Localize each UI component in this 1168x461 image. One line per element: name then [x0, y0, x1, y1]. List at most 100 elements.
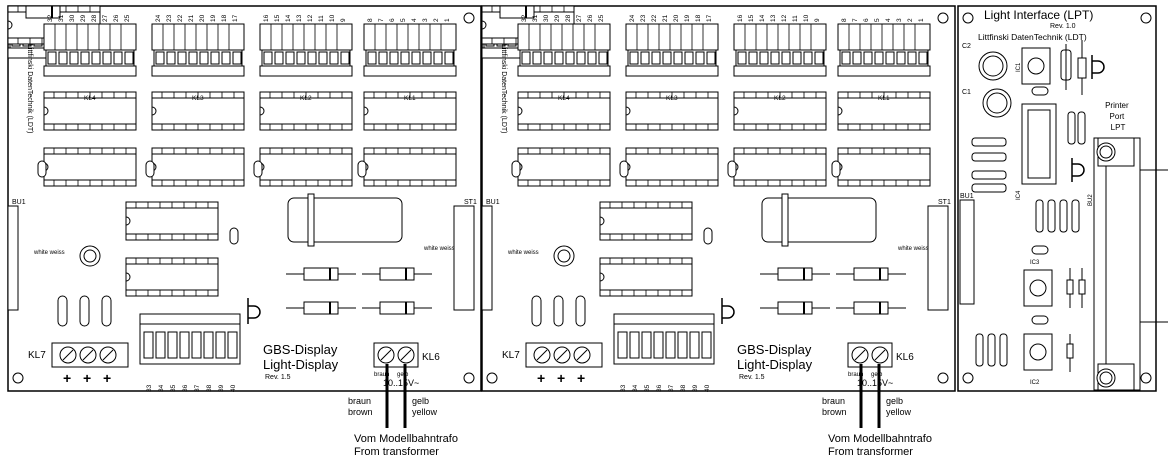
- white-label-left: white weiss: [507, 250, 539, 256]
- plus-2: +: [83, 370, 91, 386]
- pin-number: 19: [210, 14, 217, 22]
- board-title: GBS-Display: [737, 342, 812, 357]
- vendor-vertical: Littfinski DatenTechnik (LDT): [26, 44, 33, 133]
- pin-number: 16: [737, 14, 744, 22]
- plus-2: +: [557, 370, 565, 386]
- label-c1: C1: [962, 89, 971, 96]
- terminal-ref: KL3: [192, 95, 204, 102]
- board-2-labels: Littfinski DatenTechnik (LDT) BU1 ST1 wh…: [486, 44, 951, 458]
- board-revision: Rev. 1.5: [265, 374, 291, 381]
- label-ic4: IC4: [1016, 190, 1022, 200]
- kl6-pin-braun: braun: [848, 372, 863, 378]
- pin-number: 8: [367, 18, 374, 22]
- wire-right-en: yellow: [886, 407, 912, 417]
- pin-number: 24: [155, 14, 162, 22]
- plus-1: +: [63, 370, 71, 386]
- pin-number: 14: [285, 14, 292, 22]
- pin-number: 21: [188, 14, 195, 22]
- white-label-left: white weiss: [33, 250, 65, 256]
- board-1-labels: Littfinski DatenTechnik (LDT) BU1 ST1 wh…: [12, 44, 477, 458]
- pin-number: 25: [124, 14, 131, 22]
- wire-left-de: braun: [348, 396, 371, 406]
- label-c2: C2: [962, 43, 971, 50]
- white-label-right: white weiss: [423, 246, 455, 252]
- pin-number: 20: [673, 14, 680, 22]
- kl6-pin-gelb: gelb: [397, 372, 409, 378]
- pin-number: 29: [80, 14, 87, 22]
- pin-number: 15: [748, 14, 755, 22]
- terminal-kl7: KL7: [28, 350, 46, 361]
- pin-number: 1: [444, 18, 451, 22]
- display-board-2: [481, 5, 956, 392]
- bottom-pin-number: 35: [644, 384, 651, 392]
- printer-port-label: Printer Port LPT: [1105, 101, 1131, 132]
- bottom-pin-number: 39: [218, 384, 225, 392]
- pin-number: 8: [841, 18, 848, 22]
- connector-st1: ST1: [938, 199, 951, 206]
- pin-number: 1: [918, 18, 925, 22]
- bottom-pin-number: 37: [668, 384, 675, 392]
- label-ic1: IC1: [1016, 62, 1022, 72]
- source-de: Vom Modellbahntrafo: [828, 433, 932, 445]
- plus-3: +: [577, 370, 585, 386]
- pin-number: 12: [781, 14, 788, 22]
- source-de: Vom Modellbahntrafo: [354, 433, 458, 445]
- pin-number: 4: [885, 18, 892, 22]
- pin-number: 9: [340, 18, 347, 22]
- white-label-right: white weiss: [897, 246, 929, 252]
- pin-number: 32: [521, 14, 528, 22]
- connector-bu1: BU1: [12, 199, 26, 206]
- voltage-label: 10..15V~: [857, 378, 893, 388]
- pin-number: 21: [662, 14, 669, 22]
- pin-number: 9: [814, 18, 821, 22]
- wire-left-en: brown: [348, 407, 373, 417]
- vendor-vertical: Littfinski DatenTechnik (LDT): [500, 44, 507, 133]
- board-title: GBS-Display: [263, 342, 338, 357]
- bottom-pin-number: 36: [182, 384, 189, 392]
- terminal-ref: KL1: [404, 95, 416, 102]
- terminal-kl6: KL6: [422, 352, 440, 363]
- pin-number: 28: [565, 14, 572, 22]
- display-board-1: [7, 5, 482, 392]
- board-revision: Rev. 1.5: [739, 374, 765, 381]
- pin-number: 18: [221, 14, 228, 22]
- plus-3: +: [103, 370, 111, 386]
- interface-revision: Rev. 1.0: [1050, 23, 1076, 30]
- pin-number: 17: [232, 14, 239, 22]
- pin-number: 24: [629, 14, 636, 22]
- bottom-pin-number: 34: [632, 384, 639, 392]
- pin-number: 7: [378, 18, 385, 22]
- label-ic2: IC2: [1030, 380, 1040, 386]
- pin-number: 13: [770, 14, 777, 22]
- bottom-pin-number: 35: [170, 384, 177, 392]
- connector-bu1: BU1: [486, 199, 500, 206]
- pin-number: 29: [554, 14, 561, 22]
- pin-number: 23: [640, 14, 647, 22]
- pin-number: 14: [759, 14, 766, 22]
- pin-number: 17: [706, 14, 713, 22]
- interface-vendor: Littfinski DatenTechnik (LDT): [978, 32, 1087, 42]
- pin-number: 31: [58, 14, 65, 22]
- pin-number: 6: [389, 18, 396, 22]
- terminal-ref: KL4: [84, 95, 96, 102]
- pin-number: 18: [695, 14, 702, 22]
- pin-number: 5: [874, 18, 881, 22]
- label-bu1: BU1: [960, 193, 974, 200]
- pin-number: 23: [166, 14, 173, 22]
- terminal-ref: KL3: [666, 95, 678, 102]
- bottom-pin-number: 38: [680, 384, 687, 392]
- pin-number: 16: [263, 14, 270, 22]
- wire-left-de: braun: [822, 396, 845, 406]
- pin-number: 10: [803, 14, 810, 22]
- pin-number: 30: [543, 14, 550, 22]
- bottom-pin-number: 40: [704, 384, 711, 392]
- wire-right-de: gelb: [886, 396, 903, 406]
- pin-number: 22: [651, 14, 658, 22]
- board-subtitle: Light-Display: [737, 357, 813, 372]
- pin-number: 30: [69, 14, 76, 22]
- pin-number: 25: [598, 14, 605, 22]
- bottom-pin-number: 34: [158, 384, 165, 392]
- wire-right-en: yellow: [412, 407, 438, 417]
